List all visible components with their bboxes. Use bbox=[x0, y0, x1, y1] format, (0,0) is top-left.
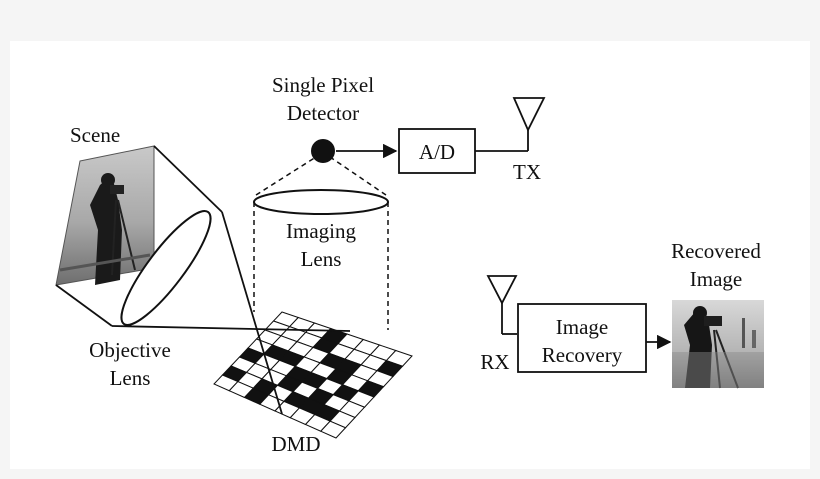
imaging-lens bbox=[253, 189, 389, 215]
label-image: Image bbox=[556, 315, 608, 339]
recovered-image bbox=[672, 300, 764, 389]
dashed-projection-lines bbox=[253, 156, 389, 330]
label-objective: Objective bbox=[89, 338, 171, 362]
label-scene: Scene bbox=[70, 123, 120, 147]
dmd-mirror bbox=[319, 420, 347, 439]
image-recovery-box bbox=[517, 303, 647, 373]
single-pixel-detector bbox=[311, 139, 335, 163]
label-detector: Detector bbox=[287, 101, 359, 125]
label-rx: RX bbox=[480, 350, 509, 374]
label-ad: A/D bbox=[419, 140, 455, 164]
ad-converter-box bbox=[398, 128, 476, 174]
label-imaging: Imaging bbox=[286, 219, 356, 243]
lens-to-dmd-lines bbox=[111, 211, 351, 415]
label-single-pixel: Single Pixel bbox=[272, 73, 374, 97]
label-dmd: DMD bbox=[271, 432, 320, 456]
dmd-grid bbox=[213, 311, 413, 439]
tx-antenna-icon bbox=[475, 97, 546, 152]
objective-lens bbox=[120, 210, 212, 326]
label-recovered-image: Image bbox=[690, 267, 742, 291]
scene-image bbox=[55, 145, 155, 286]
label-imaging-lens: Lens bbox=[301, 247, 342, 271]
label-recovered: Recovered bbox=[671, 239, 761, 263]
label-tx: TX bbox=[513, 160, 541, 184]
label-recovery: Recovery bbox=[542, 343, 623, 367]
label-objective-lens: Lens bbox=[110, 366, 151, 390]
scene-cone-lines bbox=[55, 145, 223, 327]
rx-antenna-icon bbox=[486, 275, 518, 335]
